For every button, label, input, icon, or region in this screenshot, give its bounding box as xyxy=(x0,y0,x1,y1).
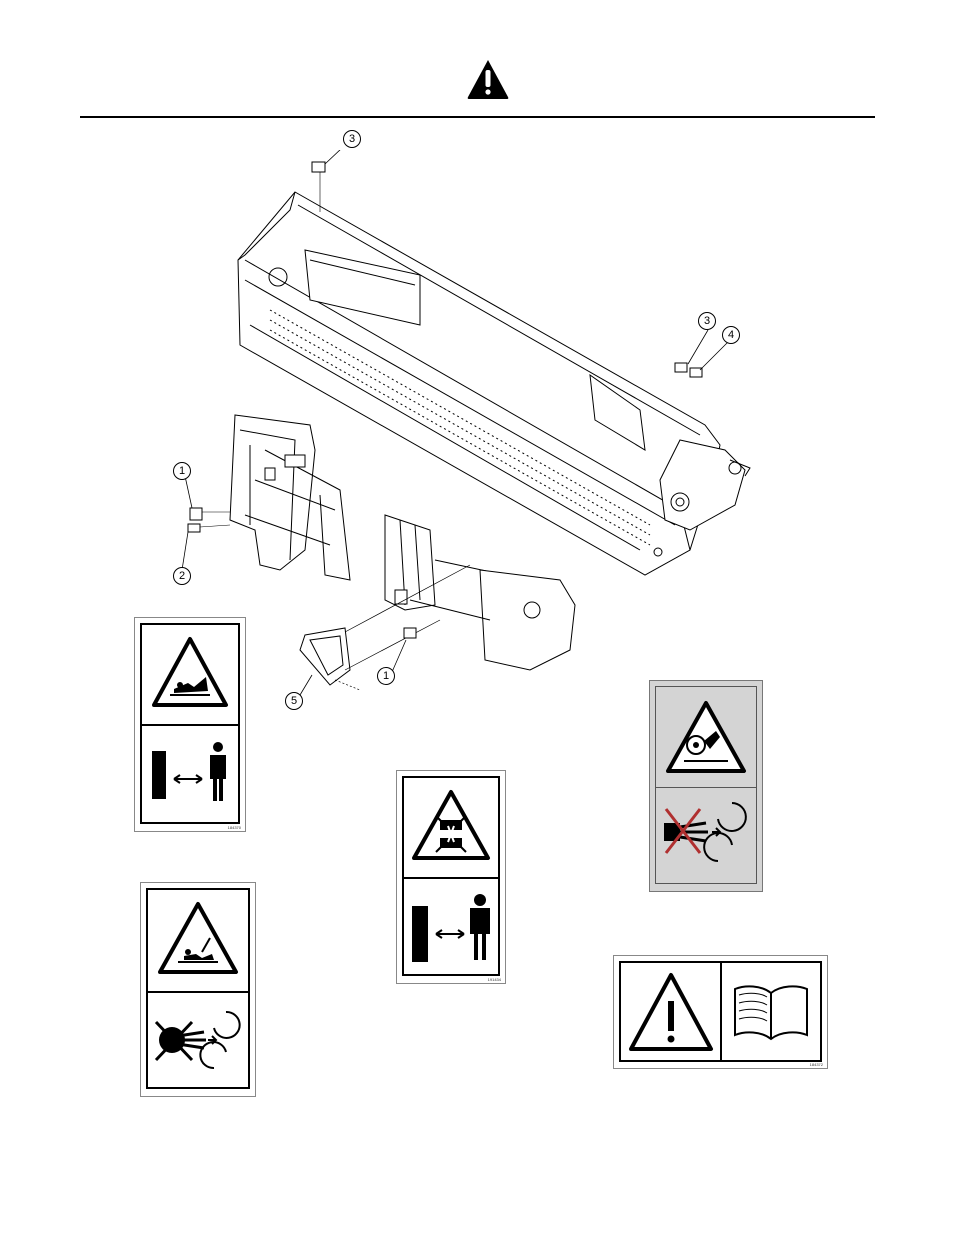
callout-1-left: 1 xyxy=(173,462,191,480)
callout-2: 2 xyxy=(173,567,191,585)
header-rule xyxy=(80,116,875,118)
decal-crush-hazard: 191434 xyxy=(396,770,506,984)
keep-away-distance-icon xyxy=(408,886,494,966)
open-book-icon xyxy=(731,979,811,1043)
decal-feeder-hazard: 184370 xyxy=(134,617,246,832)
no-hand-rotating-icon xyxy=(152,1000,244,1082)
auger-entanglement-warning-icon xyxy=(664,697,748,779)
reel-entanglement-warning-icon xyxy=(156,898,240,980)
rotating-auger-warning-icon xyxy=(150,633,230,713)
callout-1-right: 1 xyxy=(377,667,395,685)
decal-reel-entanglement xyxy=(140,882,256,1097)
callout-4: 4 xyxy=(722,326,740,344)
callout-3-top: 3 xyxy=(343,130,361,148)
header-assembly-drawing xyxy=(170,150,770,710)
decal-read-manual: 184372 xyxy=(613,955,828,1069)
callout-3-right: 3 xyxy=(698,312,716,330)
crush-hazard-warning-icon xyxy=(410,786,492,868)
keep-away-distance-icon xyxy=(148,735,234,813)
decal-part-number: 184370 xyxy=(228,825,241,830)
callout-5: 5 xyxy=(285,692,303,710)
no-hand-rotating-icon xyxy=(660,795,752,877)
decal-part-number: 184372 xyxy=(810,1062,823,1067)
general-warning-icon xyxy=(627,969,715,1055)
warning-triangle-icon xyxy=(466,58,510,100)
decal-auger-entanglement xyxy=(649,680,763,892)
decal-part-number: 191434 xyxy=(488,977,501,982)
